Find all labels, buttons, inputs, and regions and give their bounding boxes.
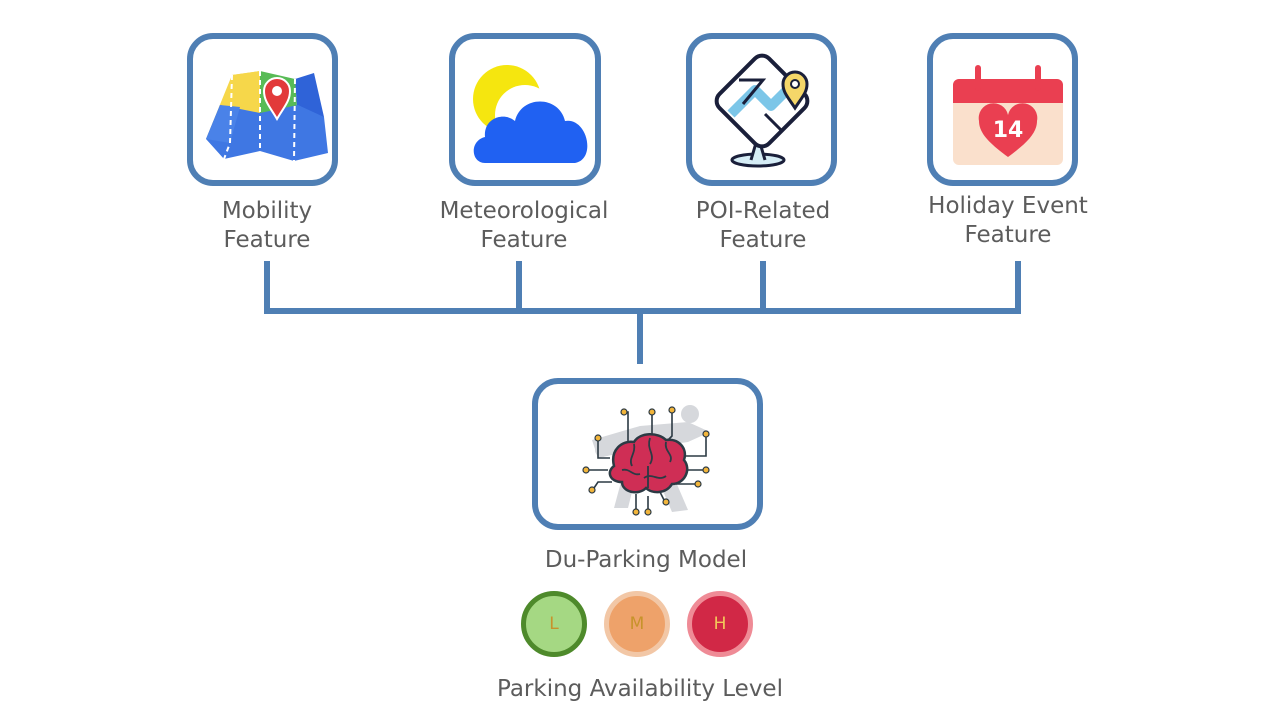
connector-meteorological	[516, 261, 522, 314]
poi-feature-label: POI-Related Feature	[695, 198, 831, 253]
mobility-feature-label: Mobility Feature	[221, 198, 313, 253]
level-medium-badge: M	[604, 591, 670, 657]
folded-map-icon	[206, 71, 328, 161]
connector-bus	[264, 308, 1021, 314]
model-card	[532, 378, 763, 530]
brain-circuit-icon	[582, 405, 710, 516]
meteorological-feature-label: Meteorological Feature	[439, 198, 609, 253]
sun-cloud-icon	[473, 65, 588, 163]
mobility-feature-card	[187, 33, 338, 186]
level-low-badge: L	[521, 591, 587, 657]
holiday-feature-card: 14	[927, 33, 1078, 186]
level-high-letter: H	[713, 614, 727, 634]
levels-label: Parking Availability Level	[497, 676, 783, 702]
connector-to-model	[637, 312, 643, 364]
calendar-day-number: 14	[993, 118, 1024, 143]
model-label: Du-Parking Model	[544, 547, 748, 573]
map-pin-icon	[714, 53, 810, 168]
poi-feature-card	[686, 33, 837, 186]
calendar-icon: 14	[953, 65, 1063, 165]
level-medium-letter: M	[629, 614, 645, 634]
holiday-feature-label: Holiday Event Feature	[928, 193, 1088, 248]
connector-mobility	[264, 261, 270, 314]
connector-poi	[760, 261, 766, 314]
connector-holiday	[1015, 261, 1021, 314]
level-high-badge: H	[687, 591, 753, 657]
level-low-letter: L	[549, 614, 559, 634]
meteorological-feature-card	[449, 33, 601, 186]
